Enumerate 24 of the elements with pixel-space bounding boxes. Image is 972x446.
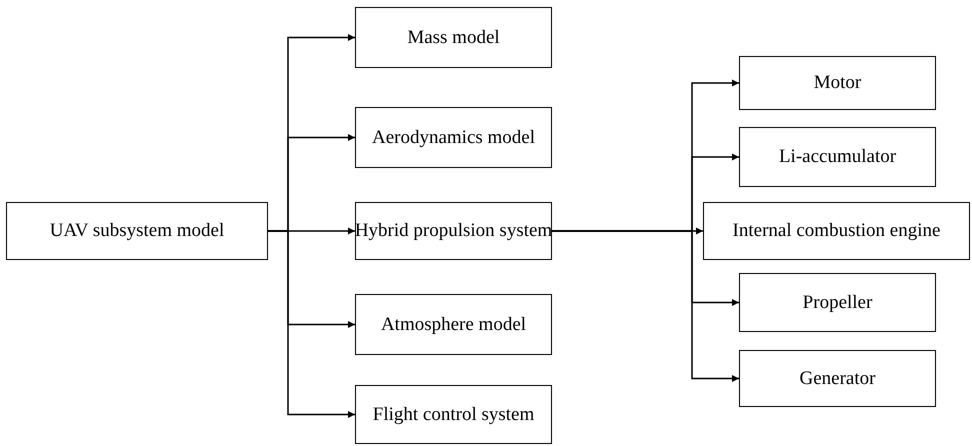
box-label: Internal combustion engine — [732, 220, 940, 242]
arrow — [268, 230, 355, 418]
box-label: Li-accumulator — [778, 146, 896, 168]
box-label: Flight control system — [372, 404, 534, 426]
box-label: Propeller — [802, 292, 872, 314]
process-box — [355, 107, 552, 168]
process-box — [739, 273, 936, 332]
process-box — [739, 350, 936, 407]
process-box — [355, 294, 552, 355]
process-box — [355, 202, 552, 260]
box-label: Hybrid propulsion system — [354, 220, 552, 242]
box-label: UAV subsystem model — [50, 220, 224, 242]
process-box — [6, 202, 268, 260]
process-box — [355, 385, 552, 444]
arrow — [552, 230, 739, 382]
process-box — [739, 127, 936, 187]
box-label: Generator — [800, 368, 876, 390]
box-label: Atmosphere model — [380, 314, 526, 336]
process-box — [739, 56, 936, 110]
process-box — [703, 202, 970, 260]
process-box — [355, 7, 552, 68]
box-label: Motor — [814, 72, 862, 94]
box-label: Mass model — [407, 26, 500, 48]
box-label: Aerodynamics model — [372, 126, 536, 148]
